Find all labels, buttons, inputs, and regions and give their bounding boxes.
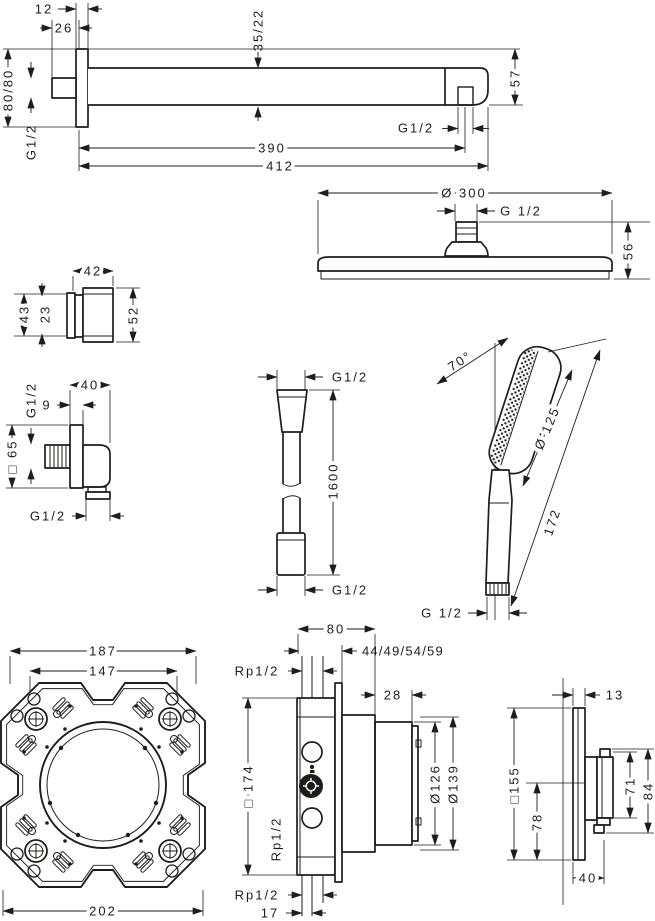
dim-holder-42: 42 (84, 264, 102, 279)
dim-outlet-g-bottom: G1/2 (30, 509, 66, 524)
dim-valve-depths: 44/49/54/59 (362, 644, 444, 659)
dim-plate-202: 202 (89, 904, 117, 919)
dim-valve-rp-top: Rp1/2 (235, 664, 280, 679)
shower-arm-view: 12 26 80/80 G1/2 35/22 57 G1/2 390 412 (0, 2, 527, 178)
dim-hand-angle: 70° (445, 348, 475, 375)
dim-trim-78: 78 (530, 813, 545, 831)
overhead-shower-view: Ø 300 G 1/2 56 (317, 182, 650, 280)
dim-hose-1600: 1600 (326, 463, 341, 500)
dim-outlet-sq65: □ 65 (5, 440, 20, 474)
dim-arm-g-outlet: G1/2 (398, 121, 434, 136)
dim-valve-dia139: Ø139 (446, 764, 461, 804)
dim-trim-71: 71 (623, 777, 638, 795)
dim-plate-147: 147 (89, 664, 117, 679)
dim-arm-390: 390 (258, 141, 286, 156)
dim-hose-g-top: G1/2 (332, 370, 368, 385)
dim-trim-sq155: □155 (507, 766, 522, 804)
dim-arm-80-80: 80/80 (1, 69, 16, 112)
dim-valve-sq174: □ 174 (241, 764, 256, 807)
dim-hose-g-bottom: G1/2 (332, 583, 368, 598)
dim-arm-412: 412 (266, 159, 294, 174)
dim-overhead-56: 56 (621, 242, 636, 260)
hose-view: G1/2 1600 G1/2 (258, 370, 368, 598)
dim-overhead-g: G 1/2 (500, 204, 542, 219)
dim-valve-17: 17 (261, 906, 279, 921)
hand-shower-view: 70° Ø 125 172 G 1/2 (421, 337, 607, 621)
wall-outlet-view: G1/2 40 9 □ 65 G1/2 (1, 374, 124, 524)
dim-valve-dia126: Ø126 (428, 764, 443, 804)
dim-overhead-dia300: Ø 300 (441, 186, 486, 201)
dim-valve-28: 28 (384, 688, 402, 703)
dim-trim-40: 40 (579, 871, 597, 886)
dim-trim-13: 13 (606, 688, 624, 703)
dim-arm-g-wall: G1/2 (24, 124, 39, 160)
dim-arm-12: 12 (35, 2, 53, 17)
dim-arm-26: 26 (55, 21, 73, 36)
dim-valve-80: 80 (327, 622, 345, 637)
dim-outlet-g-top: G1/2 (24, 382, 39, 418)
dim-arm-57: 57 (508, 69, 523, 87)
mounting-plate-view: 187 147 202 (0, 640, 206, 921)
dim-hand-g: G 1/2 (421, 606, 463, 621)
trim-view: 13 □155 78 71 84 40 (503, 678, 655, 905)
dim-valve-rp-bottom: Rp1/2 (235, 888, 280, 903)
dim-holder-23: 23 (38, 305, 53, 323)
dim-trim-84: 84 (641, 782, 655, 800)
dim-outlet-9: 9 (42, 398, 51, 413)
dim-valve-rp-mid: Rp1/2 (269, 817, 284, 862)
dim-outlet-40: 40 (81, 378, 99, 393)
dim-plate-187: 187 (89, 644, 117, 659)
dim-holder-52: 52 (126, 306, 141, 324)
valve-view: 80 44/49/54/59 Rp1/2 28 □ 174 Rp1/2 Ø126… (235, 618, 465, 921)
holder-view: 42 43 23 52 (13, 260, 145, 347)
dim-arm-35-22: 35/22 (251, 9, 266, 52)
dim-holder-43: 43 (17, 305, 32, 323)
